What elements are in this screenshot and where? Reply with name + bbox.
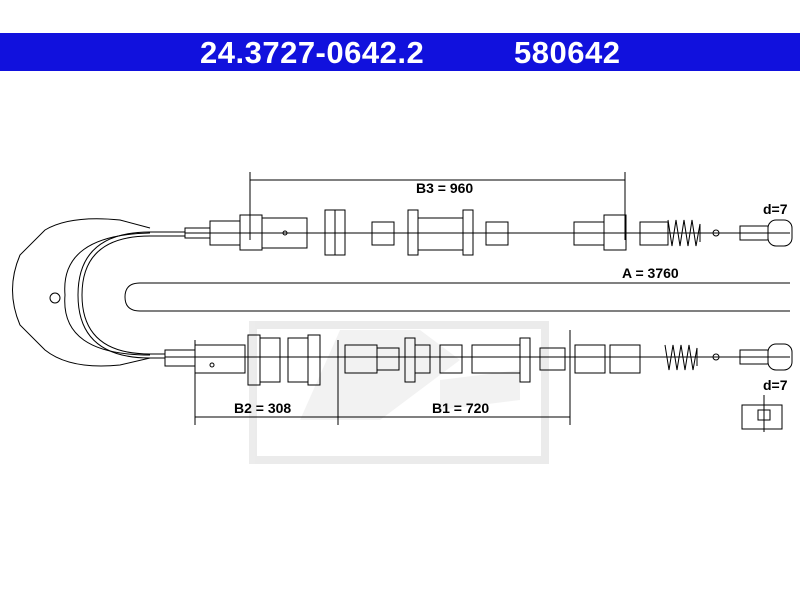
dim-a-label: A = 3760 [622,265,679,281]
diameter-bottom-label: d=7 [763,377,788,393]
mounting-bracket [12,218,151,367]
lower-cable-assembly [164,334,793,386]
cable-bend [77,231,790,359]
header-banner: 24.3727-0642.2 580642 [0,33,800,71]
dimension-lines [194,172,783,432]
watermark-logo [249,321,549,464]
dim-b2-label: B2 = 308 [234,400,291,416]
part-number: 24.3727-0642.2 [200,35,425,70]
reference-number: 580642 [514,35,621,70]
dim-b3-label: B3 = 960 [416,180,473,196]
upper-cable-assembly [184,209,793,256]
dim-b1-label: B1 = 720 [432,400,489,416]
diameter-top-label: d=7 [763,201,788,217]
